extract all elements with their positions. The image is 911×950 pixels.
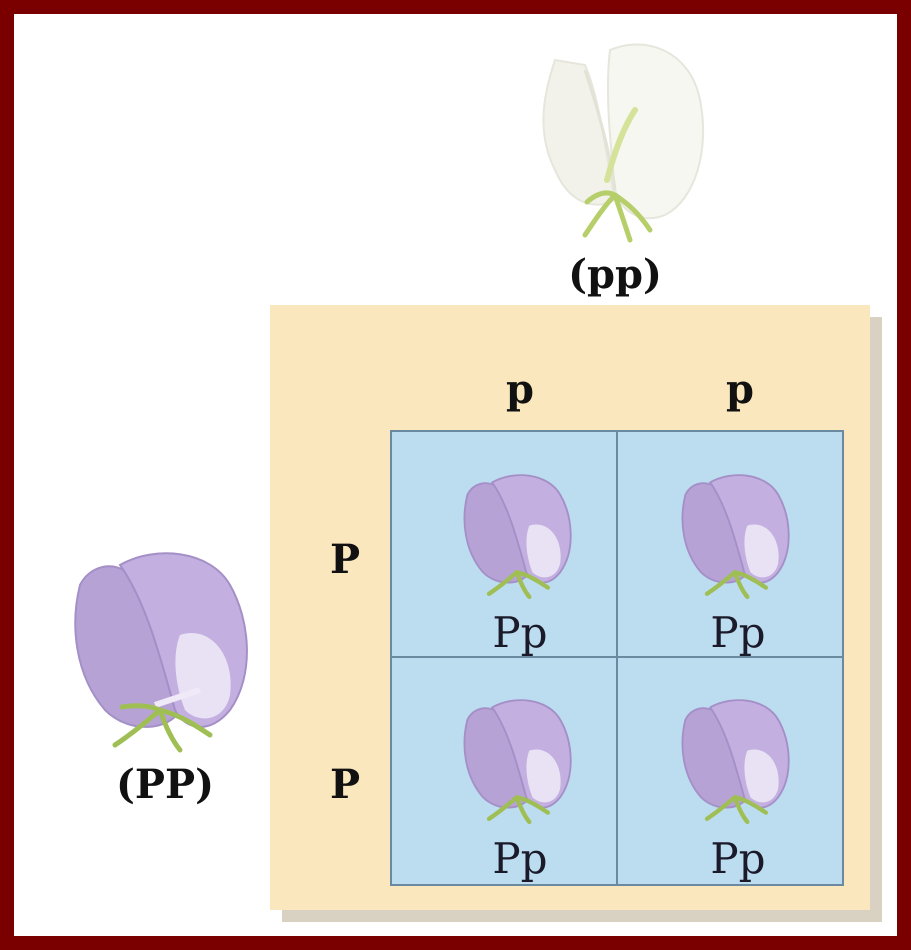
offspring-flower-icon bbox=[450, 695, 590, 825]
offspring-flower-icon bbox=[450, 470, 590, 600]
purple-flower-icon bbox=[60, 545, 270, 755]
grid-divider-horizontal bbox=[390, 656, 844, 658]
gamete-row-1: P bbox=[315, 540, 375, 580]
offspring-genotype: Pp bbox=[455, 612, 585, 654]
left-parent-genotype: (PP) bbox=[95, 765, 235, 805]
offspring-genotype: Pp bbox=[455, 838, 585, 880]
gamete-row-2: P bbox=[315, 765, 375, 805]
grid-divider-vertical bbox=[616, 430, 618, 886]
offspring-flower-icon bbox=[668, 470, 808, 600]
offspring-genotype: Pp bbox=[673, 612, 803, 654]
gamete-column-2: p bbox=[710, 370, 770, 410]
white-flower-icon bbox=[515, 30, 715, 255]
gamete-column-1: p bbox=[490, 370, 550, 410]
offspring-flower-icon bbox=[668, 695, 808, 825]
top-parent-genotype: (pp) bbox=[545, 255, 685, 295]
offspring-genotype: Pp bbox=[673, 838, 803, 880]
